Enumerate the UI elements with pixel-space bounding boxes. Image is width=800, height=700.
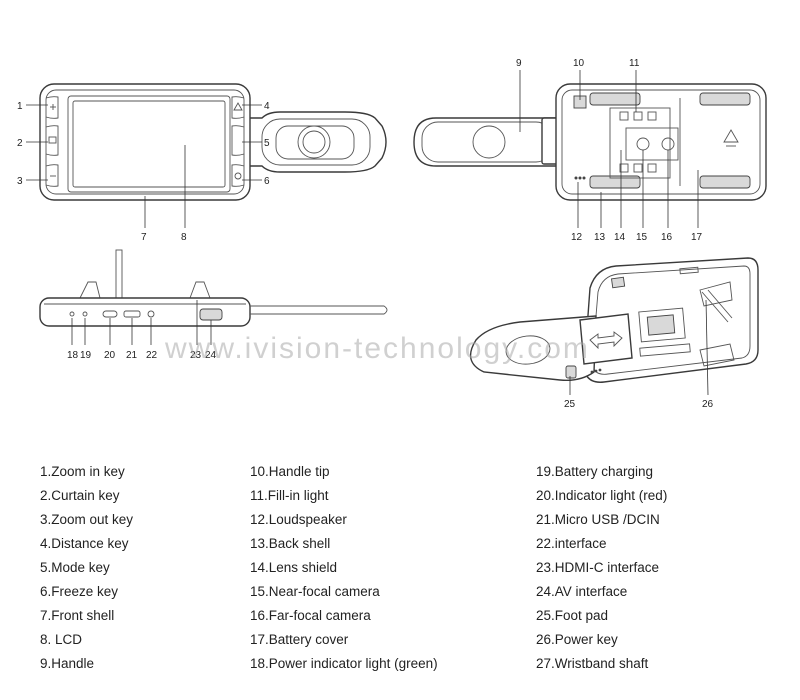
legend-item: 10.Handle tip bbox=[250, 464, 330, 479]
legend-item: 20.Indicator light (red) bbox=[536, 488, 668, 503]
legend-item: 14.Lens shield bbox=[250, 560, 338, 575]
callout-11: 11 bbox=[629, 58, 640, 69]
callout-7: 7 bbox=[141, 232, 147, 243]
legend-item: 26.Power key bbox=[536, 632, 618, 647]
callout-12: 12 bbox=[571, 232, 583, 243]
legend-item: 22.interface bbox=[536, 536, 607, 551]
callout-8: 8 bbox=[181, 232, 187, 243]
legend-column-3: 19.Battery charging 20.Indicator light (… bbox=[536, 460, 667, 676]
legend-item: 3.Zoom out key bbox=[40, 512, 134, 527]
legend-item: 16.Far-focal camera bbox=[250, 608, 371, 623]
side-view: 18 19 20 21 22 23 24 bbox=[39, 249, 388, 361]
legend-item: 9.Handle bbox=[40, 656, 95, 671]
callout-9: 9 bbox=[516, 58, 522, 69]
callout-18: 18 bbox=[67, 350, 79, 361]
callout-2: 2 bbox=[17, 138, 23, 149]
callout-16: 16 bbox=[661, 232, 673, 243]
front-view: 1 2 3 4 5 6 7 8 bbox=[17, 83, 387, 243]
legend-item: 19.Battery charging bbox=[536, 464, 654, 479]
callout-25: 25 bbox=[564, 399, 576, 410]
legend-item: 15.Near-focal camera bbox=[250, 584, 380, 599]
callout-14: 14 bbox=[614, 232, 626, 243]
callout-22: 22 bbox=[146, 350, 158, 361]
legend-item: 12.Loudspeaker bbox=[250, 512, 347, 527]
callout-5: 5 bbox=[264, 138, 270, 149]
callout-6: 6 bbox=[264, 176, 270, 187]
legend-item: 24.AV interface bbox=[536, 584, 628, 599]
legend-item: 18.Power indicator light (green) bbox=[250, 656, 438, 671]
legend-item: 17.Battery cover bbox=[250, 632, 349, 647]
legend-item: 21.Micro USB /DCIN bbox=[536, 512, 660, 527]
callout-24: 24 bbox=[205, 350, 217, 361]
callout-1: 1 bbox=[17, 101, 23, 112]
legend-item: 2.Curtain key bbox=[40, 488, 120, 503]
callout-21: 21 bbox=[126, 350, 138, 361]
callout-23: 23 bbox=[190, 350, 202, 361]
callout-3: 3 bbox=[17, 176, 23, 187]
back-view: 9 10 11 12 13 14 15 16 17 bbox=[413, 58, 767, 243]
legend-item: 4.Distance key bbox=[40, 536, 129, 551]
legend-item: 25.Foot pad bbox=[536, 608, 609, 623]
legend-item: 5.Mode key bbox=[40, 560, 110, 575]
callout-13: 13 bbox=[594, 232, 606, 243]
callout-19: 19 bbox=[80, 350, 92, 361]
callout-17: 17 bbox=[691, 232, 703, 243]
callout-20: 20 bbox=[104, 350, 116, 361]
callout-15: 15 bbox=[636, 232, 648, 243]
parts-legend: 1.Zoom in key 2.Curtain key 3.Zoom out k… bbox=[0, 460, 800, 680]
callout-4: 4 bbox=[264, 101, 270, 112]
perspective-view: 25 26 bbox=[469, 257, 759, 410]
legend-column-2: 10.Handle tip 11.Fill-in light 12.Loudsp… bbox=[250, 460, 438, 676]
legend-item: 23.HDMI-C interface bbox=[536, 560, 660, 575]
device-diagrams: 1 2 3 4 5 6 7 8 bbox=[17, 58, 767, 410]
legend-item: 11.Fill-in light bbox=[250, 488, 329, 503]
legend-item: 8. LCD bbox=[40, 632, 83, 647]
legend-item: 27.Wristband shaft bbox=[536, 656, 649, 671]
legend-column-1: 1.Zoom in key 2.Curtain key 3.Zoom out k… bbox=[40, 460, 133, 676]
callout-26: 26 bbox=[702, 399, 714, 410]
callout-10: 10 bbox=[573, 58, 585, 69]
legend-item: 1.Zoom in key bbox=[40, 464, 125, 479]
legend-item: 13.Back shell bbox=[250, 536, 331, 551]
legend-item: 6.Freeze key bbox=[40, 584, 119, 599]
legend-item: 7.Front shell bbox=[40, 608, 115, 623]
